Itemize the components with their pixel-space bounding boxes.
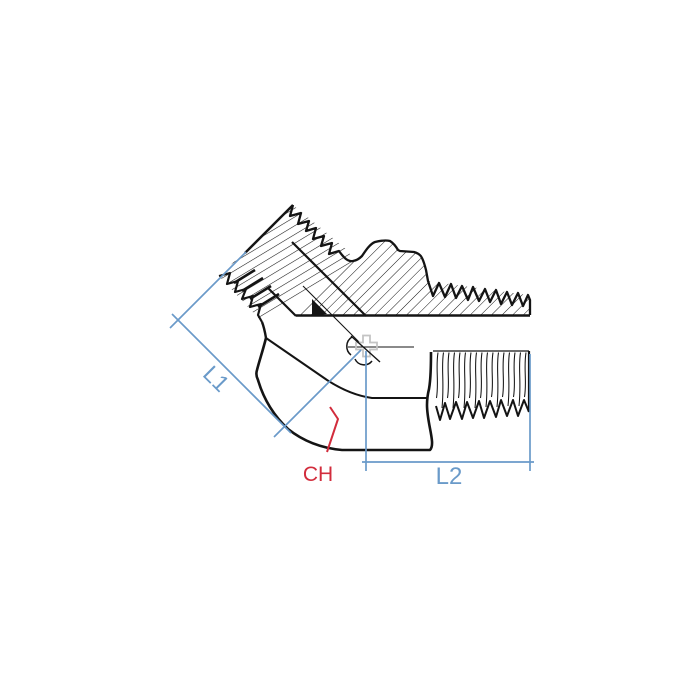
bspp-tip-face [244, 204, 294, 254]
npt-lower-zigzag [435, 399, 530, 421]
center-mark [346, 334, 381, 366]
upper-profile [288, 204, 532, 315]
center-diagonal-tick [350, 335, 381, 363]
l2-label: L2 [436, 463, 463, 490]
center-plus-icon [355, 334, 378, 358]
bore-corner-wedge [312, 299, 327, 316]
section-hatch-area [296, 241, 530, 315]
ch-leader-line [326, 406, 339, 453]
neck [260, 321, 268, 339]
l1-extension-line-center [273, 349, 362, 438]
l1-extension-line-tip [169, 251, 247, 329]
bspp-thread-helix-area [219, 205, 357, 322]
callout-ch: CH [303, 406, 339, 486]
thread-root-accents [233, 268, 280, 309]
centerline-45 [302, 285, 361, 344]
center-arc-bottom [354, 358, 373, 366]
dimension-l2: L2 [362, 351, 534, 490]
part-outline [218, 204, 532, 452]
bore-wall-lower [267, 287, 297, 317]
elbow-body-outline [255, 337, 434, 452]
body-shank-edge [265, 337, 427, 399]
center-arc-left [346, 336, 353, 356]
ch-label: CH [303, 463, 333, 486]
l1-dimension-line [171, 313, 292, 434]
npt-thread-flank-lines [435, 352, 527, 409]
bore-wall-upper [291, 241, 367, 317]
